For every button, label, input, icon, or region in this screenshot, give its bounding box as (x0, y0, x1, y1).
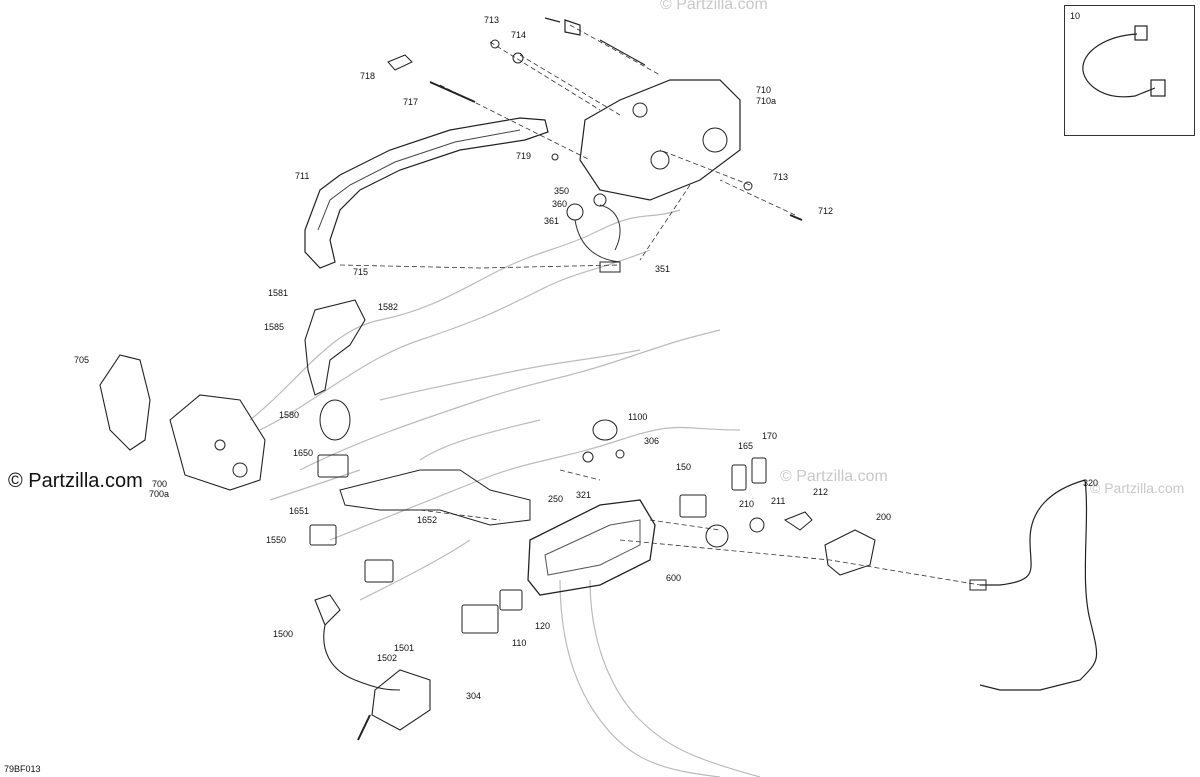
part-711-rail (304, 117, 549, 269)
part-600-cluster (527, 499, 656, 596)
part-320-harness (980, 479, 1086, 586)
callout-700: 700 (152, 479, 168, 489)
brand-watermark: © Partzilla.com (8, 470, 143, 492)
inset-label: 10 (1070, 11, 1081, 21)
part-717-bolt (429, 81, 476, 103)
callout-1500: 1500 (273, 629, 294, 639)
part-210-socket (705, 524, 729, 548)
part-1585-bracket (304, 299, 366, 396)
part-705-lamp (99, 354, 151, 451)
callout-1582: 1582 (378, 302, 399, 312)
part-360-socket (566, 203, 584, 221)
callout-361: 361 (544, 216, 560, 226)
callout-711: 711 (295, 171, 310, 181)
part-1650-relay (317, 454, 349, 478)
callout-719: 719 (516, 151, 532, 161)
callout-1585: 1585 (264, 322, 285, 332)
callout-165: 165 (738, 441, 754, 451)
watermark-center: © Partzilla.com (780, 468, 888, 485)
part-1580-horn (319, 399, 351, 441)
callout-1100: 1100 (628, 412, 648, 422)
part-1550-relay (309, 524, 337, 546)
callout-211: 211 (771, 496, 786, 506)
leader-lines (339, 24, 981, 586)
callout-304: 304 (466, 691, 482, 701)
part-170-switch (751, 457, 767, 484)
part-150-switch (679, 494, 707, 518)
callout-1580: 1580 (279, 410, 300, 420)
callout-1650: 1650 (293, 448, 314, 458)
part-200-keypad (824, 529, 876, 576)
callout-714: 714 (511, 30, 527, 40)
part-120-switch (499, 589, 523, 611)
inset-box-part-10: 10 (1064, 5, 1195, 136)
callout-170: 170 (762, 431, 778, 441)
callout-1501: 1501 (394, 643, 415, 653)
part-700-lamp (169, 394, 266, 491)
callout-1581: 1581 (268, 288, 289, 298)
callout-150: 150 (676, 462, 692, 472)
part-1100-socket (592, 419, 618, 441)
part-718-clip (387, 54, 413, 71)
callout-712: 712 (818, 206, 834, 216)
figure-reference: 79BF013 (4, 764, 41, 774)
callout-210: 210 (739, 499, 755, 509)
callout-1651: 1651 (289, 506, 310, 516)
part-350-plug (593, 193, 607, 207)
part-212-plug (783, 511, 813, 531)
part-110-switch (461, 604, 499, 634)
callout-1502: 1502 (377, 653, 398, 663)
callout-715: 715 (353, 267, 369, 277)
watermark-top: © Partzilla.com (660, 0, 768, 13)
part-710-housing (579, 79, 741, 201)
callout-717: 717 (403, 97, 419, 107)
callout-360: 360 (552, 199, 568, 209)
part-351-connector (599, 261, 621, 273)
callout-320: 320 (1083, 478, 1099, 488)
callout-705: 705 (74, 355, 90, 365)
part-714-washer (512, 52, 524, 64)
part-1500-switch (371, 669, 431, 731)
watermark-right: © Partzilla.com (1090, 480, 1185, 496)
callout-351: 351 (655, 264, 671, 274)
callout-700a: 700a (149, 489, 170, 499)
callout-212: 212 (813, 487, 829, 497)
callout-306: 306 (644, 436, 660, 446)
part-713-nut (490, 39, 500, 49)
callout-713-top: 713 (484, 15, 500, 25)
callout-110: 110 (512, 638, 527, 648)
callout-1652: 1652 (417, 515, 438, 525)
callout-710a: 710a (756, 96, 777, 106)
callout-710: 710 (756, 85, 772, 95)
part-10-cable (1082, 25, 1166, 98)
callout-713-right: 713 (773, 172, 789, 182)
callout-1550: 1550 (266, 535, 287, 545)
part-screw-top (544, 17, 646, 66)
callout-718: 718 (360, 71, 376, 81)
part-250-bracket (339, 469, 531, 526)
part-211-cap (749, 517, 765, 533)
callout-250: 250 (548, 494, 564, 504)
callout-200: 200 (876, 512, 892, 522)
callout-120: 120 (535, 621, 551, 631)
part-1500-harness (314, 594, 401, 691)
part-165-switch (731, 464, 747, 491)
callout-600: 600 (666, 573, 682, 583)
callout-321: 321 (576, 490, 592, 500)
callout-350: 350 (554, 186, 570, 196)
